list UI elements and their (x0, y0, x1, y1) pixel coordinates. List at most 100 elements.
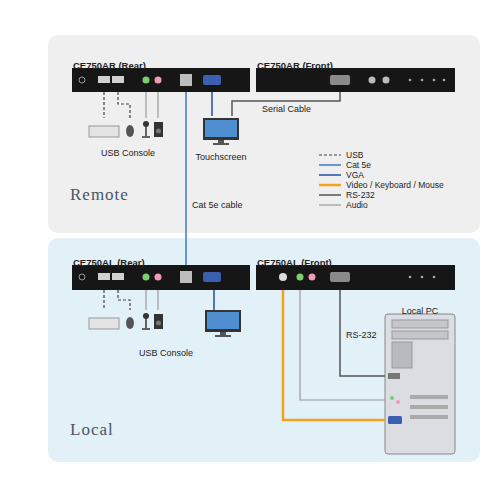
vga-cable (211, 92, 213, 116)
led (443, 79, 446, 82)
keyboard (89, 318, 119, 329)
microphone-stand (145, 319, 147, 328)
monitor (205, 310, 241, 332)
microphone (143, 313, 149, 319)
drive-bay (392, 320, 448, 328)
legend-sample (319, 184, 341, 187)
monitor-stand (218, 140, 224, 143)
drive-bay (392, 331, 448, 339)
legend-line (318, 161, 342, 169)
device-bar (256, 265, 455, 290)
console-port (279, 273, 287, 281)
legend-line (318, 191, 342, 199)
mouse (126, 125, 134, 137)
led (409, 276, 412, 279)
cat-cable (185, 92, 187, 265)
monitor-screen (207, 312, 239, 329)
led (433, 276, 436, 279)
usb-port (112, 76, 124, 83)
audio-cable (157, 290, 158, 310)
device-label: Local PC (402, 306, 439, 317)
led (421, 79, 424, 82)
led (433, 79, 436, 82)
rj45-port (180, 74, 192, 86)
device-box: CE750AR (Rear) (72, 68, 250, 92)
usb-port (112, 273, 124, 280)
expansion-slot (410, 415, 448, 419)
microphone-stand (145, 127, 147, 136)
monitor-screen (205, 120, 237, 137)
device-box: CE750AL (Front) (256, 265, 455, 290)
device-name: CE750AL (Front) (257, 257, 332, 268)
serial-port (388, 373, 400, 379)
usb-cable (103, 92, 104, 118)
expansion-slot (410, 395, 448, 399)
led (421, 276, 424, 279)
microphone-base (142, 328, 150, 330)
power-port (79, 274, 85, 280)
legend-line (318, 171, 342, 179)
legend-text: USB (346, 150, 363, 160)
rs-cable (232, 92, 340, 116)
usb-cable (118, 92, 130, 118)
button (383, 77, 390, 84)
audio-jack (297, 274, 304, 281)
remote-panel (48, 35, 480, 233)
audio-jack (309, 274, 316, 281)
legend-line (318, 151, 342, 159)
cable-label: Cat 5e cable (192, 200, 243, 211)
pc-tower (385, 314, 455, 454)
mouse (126, 317, 134, 329)
legend-text: Cat 5e (346, 160, 371, 170)
legend-sample (319, 164, 341, 166)
device-bar (72, 265, 250, 290)
device-bar (72, 68, 250, 92)
cable-label: Serial Cable (262, 104, 311, 115)
audio-jack (143, 274, 150, 281)
device-name: CE750AR (Rear) (73, 60, 146, 71)
legend-text: Video / Keyboard / Mouse (346, 180, 444, 190)
device-group: Local PC (385, 300, 455, 460)
legend-text: VGA (346, 170, 364, 180)
vga-port (203, 272, 221, 282)
speaker (154, 314, 163, 329)
usb-cable (103, 290, 104, 310)
rs-cable (340, 290, 385, 376)
legend-line (318, 181, 342, 189)
device-label: USB Console (101, 148, 155, 159)
monitor-base (215, 335, 231, 337)
device-name: CE750AL (Rear) (73, 257, 145, 268)
power-supply (392, 342, 412, 368)
legend-sample (319, 204, 341, 205)
legend-text: RS-232 (346, 190, 375, 200)
legend-sample (319, 194, 341, 196)
usb-port (98, 76, 110, 83)
device-name: CE750AR (Front) (257, 60, 333, 71)
rj45-port (180, 271, 192, 283)
legend-text: Audio (346, 200, 368, 210)
audio-jack (396, 400, 400, 404)
legend-row: USB (318, 150, 444, 160)
device-group: USB Console (86, 118, 170, 160)
legend-row: Audio (318, 200, 444, 210)
audio-cable (145, 92, 146, 118)
legend-sample (319, 154, 341, 155)
audio-jack (143, 77, 150, 84)
vk-cable (283, 290, 385, 420)
vga-cable (213, 290, 215, 310)
microphone (143, 121, 149, 127)
audio-jack (155, 274, 162, 281)
expansion-slot (410, 405, 448, 409)
speaker-cone (156, 321, 161, 326)
monitor-stand (220, 332, 226, 335)
legend-line (318, 201, 342, 209)
device-box: CE750AL (Rear) (72, 265, 250, 290)
serial-port (330, 272, 350, 282)
region-panel: CE750AR (Rear) CE750AR (Front) USB Console… (48, 35, 480, 233)
device-group: USB Console (86, 310, 246, 360)
device-label: USB Console (139, 348, 193, 359)
local-panel (48, 238, 480, 462)
button (369, 77, 376, 84)
